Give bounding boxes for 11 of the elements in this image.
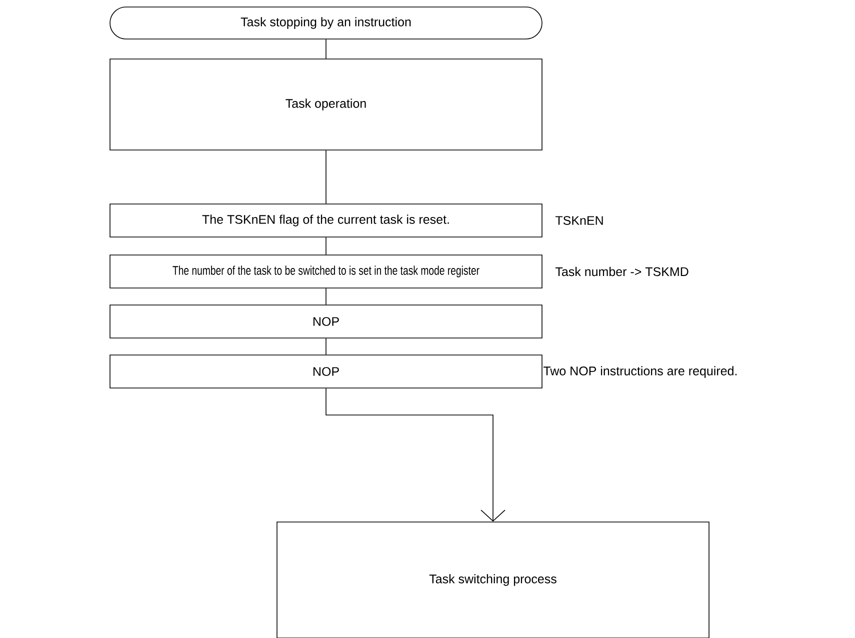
process-box: NOP [110,354,542,388]
note: Two NOP instructions are required. [543,366,737,378]
connector [326,388,506,522]
terminal-box: Task stopping by an instruction [110,6,542,40]
side-note: Task number -> TSKMD [555,266,688,276]
process-box: NOP [110,304,542,338]
process-box: The TSKnEN flag of the current task is reset. [110,204,542,238]
process-box: Task switching process [276,522,710,638]
process-box: Task operation [110,58,542,150]
process-box: The number of the task to be switched to is set in the task mode register [110,254,542,288]
side-note: TSKnEN [555,216,603,225]
